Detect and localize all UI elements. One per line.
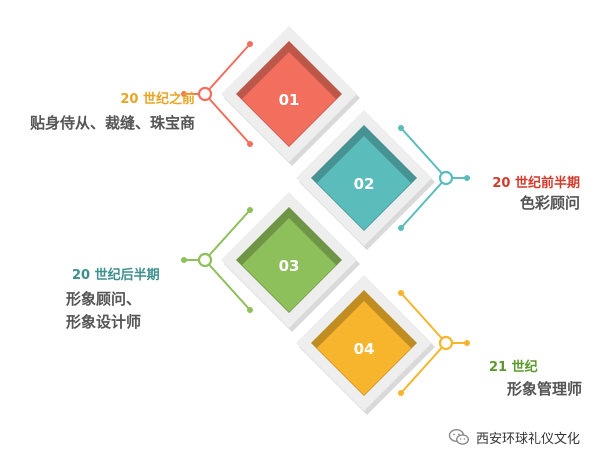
connector-dot-top-3 <box>247 207 253 213</box>
connector-dot-end-4 <box>464 340 470 346</box>
step-3-labels: 20 世纪后半期 <box>72 264 160 283</box>
step-2-labels: 20 世纪前半期 <box>492 172 580 191</box>
diamond-face-2 <box>317 136 411 230</box>
diamond-face-1 <box>242 52 336 146</box>
step-3-role-2: 形象设计师 <box>66 313 142 331</box>
step-1-labels: 20 世纪之前 <box>120 88 195 107</box>
step-1-roles: 贴身侍从、裁缝、珠宝商 <box>30 112 195 135</box>
diamond-1: 01 <box>221 26 360 166</box>
step-1-number: 01 <box>279 91 300 109</box>
step-3-roles: 形象顾问、 形象设计师 <box>66 288 141 334</box>
watermark: 西安环球礼仪文化 <box>448 427 608 447</box>
diamond-face-4 <box>317 301 411 395</box>
step-4-era: 21 世纪 <box>489 360 538 375</box>
connector-dot-end-1 <box>181 91 187 97</box>
diamond-face-3 <box>242 218 336 312</box>
connector-3 <box>181 207 253 313</box>
diamond-4: 04 <box>296 275 435 415</box>
connector-node-2 <box>438 170 454 186</box>
connector-dot-top-2 <box>398 125 404 131</box>
step-4-labels: 21 世纪 <box>489 356 538 375</box>
step-1-role-1: 贴身侍从、裁缝、珠宝商 <box>29 114 195 132</box>
connector-node-3 <box>197 252 213 268</box>
connector-dot-end-3 <box>181 257 187 263</box>
connector-dot-bottom-3 <box>247 307 253 313</box>
diamond-3: 03 <box>221 192 360 332</box>
wechat-icon <box>448 428 470 445</box>
connector-dot-bottom-2 <box>398 225 404 231</box>
step-4-role-1: 形象管理师 <box>506 380 582 398</box>
connector-1 <box>181 41 253 147</box>
connector-2 <box>398 125 470 231</box>
connector-dot-top-1 <box>247 41 253 47</box>
connector-dot-bottom-1 <box>247 141 253 147</box>
step-2-role-1: 色彩顾问 <box>519 194 580 212</box>
connector-node-4 <box>438 335 454 351</box>
connector-4 <box>398 290 470 396</box>
step-2-roles: 色彩顾问 <box>520 192 580 215</box>
connector-dot-end-2 <box>464 175 470 181</box>
diamond-2: 02 <box>296 110 435 250</box>
step-3-era: 20 世纪后半期 <box>72 268 160 283</box>
step-3-role-1: 形象顾问、 <box>66 290 142 308</box>
connector-dot-bottom-4 <box>398 390 404 396</box>
step-2-number: 02 <box>354 175 375 193</box>
step-3-number: 03 <box>279 257 300 275</box>
connector-node-1 <box>197 86 213 102</box>
step-1-era: 20 世纪之前 <box>120 92 195 107</box>
step-2-era: 20 世纪前半期 <box>492 176 580 191</box>
connector-dot-top-4 <box>398 290 404 296</box>
watermark-text: 西安环球礼仪文化 <box>476 431 581 447</box>
step-4-number: 04 <box>354 340 375 358</box>
step-4-roles: 形象管理师 <box>507 378 582 401</box>
